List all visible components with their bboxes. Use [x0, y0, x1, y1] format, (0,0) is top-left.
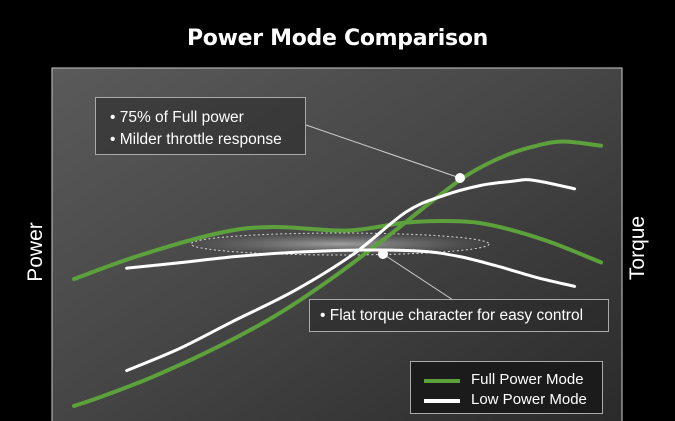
annotation-line: • Milder throttle response: [110, 131, 282, 148]
chart-title: Power Mode Comparison: [186, 26, 489, 51]
series-line-low-power-mode-torque: [125, 248, 577, 288]
annotation-torque-note: • Flat torque character for easy control: [309, 299, 609, 332]
series-line-low-power-mode-power: [125, 178, 577, 373]
annotation-line: • 75% of Full power: [110, 109, 244, 126]
legend-label: Low Power Mode: [471, 391, 587, 408]
annotation-leader-2: [382, 253, 454, 301]
legend-swatch: [424, 399, 460, 403]
series-line-full-power-mode-torque: [72, 219, 603, 281]
chart-legend: Full Power Mode Low Power Mode: [410, 361, 603, 414]
legend-item-full-power: Full Power Mode: [411, 371, 602, 391]
y-axis-label-torque: Torque: [626, 215, 649, 281]
legend-label: Full Power Mode: [471, 371, 584, 388]
y-axis-label-power: Power: [24, 222, 47, 282]
legend-item-low-power: Low Power Mode: [411, 391, 602, 411]
legend-swatch: [424, 379, 460, 383]
annotation-dot-2: [378, 249, 388, 259]
series-line-full-power-mode-power: [72, 139, 603, 408]
annotation-dot-1: [455, 173, 465, 183]
annotation-power-note: • 75% of Full power • Milder throttle re…: [95, 97, 306, 155]
annotation-leader-1: [305, 124, 461, 179]
annotation-line: • Flat torque character for easy control: [320, 307, 584, 324]
